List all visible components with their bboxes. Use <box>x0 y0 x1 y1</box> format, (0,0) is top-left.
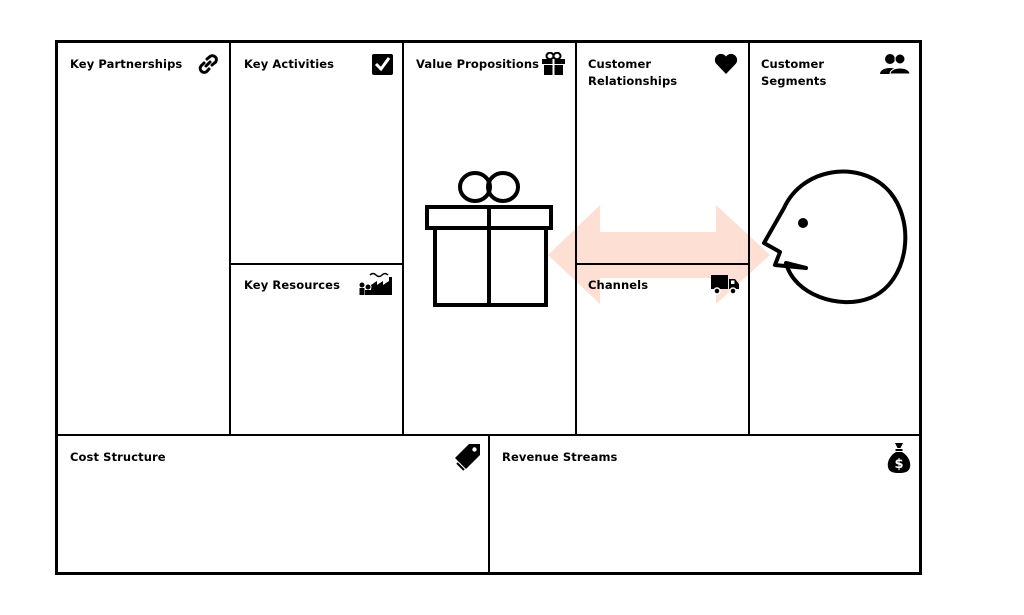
customer-segments-line2: Segments <box>761 74 827 88</box>
svg-text:$: $ <box>894 457 903 472</box>
heart-icon <box>714 53 738 74</box>
customer-relationships-line1: Customer <box>588 57 652 71</box>
gift-icon <box>542 52 565 75</box>
divider-v1 <box>229 41 231 436</box>
divider-v3 <box>575 41 577 436</box>
customer-segments-line1: Customer <box>761 57 825 71</box>
price-tag-icon <box>455 444 480 471</box>
customer-relationships-line2: Relationships <box>588 74 678 88</box>
customer-relationships-title: Customer Relationships <box>588 56 677 90</box>
revenue-streams-title: Revenue Streams <box>502 450 618 464</box>
key-resources-title: Key Resources <box>244 278 341 292</box>
customer-face-illustration <box>762 169 908 304</box>
customer-segments-title: Customer Segments <box>761 56 826 90</box>
key-activities-title: Key Activities <box>244 57 335 71</box>
divider-h-channels <box>575 263 749 265</box>
gift-illustration <box>425 171 553 307</box>
factory-people-icon <box>359 272 392 295</box>
key-partnerships-title: Key Partnerships <box>70 57 183 71</box>
divider-v-bottom <box>488 434 490 574</box>
value-propositions-title: Value Propositions <box>416 57 540 71</box>
divider-v2 <box>402 41 404 436</box>
money-bag-icon: $ <box>887 443 911 473</box>
divider-v4 <box>748 41 750 436</box>
channels-title: Channels <box>588 278 649 292</box>
cost-structure-title: Cost Structure <box>70 450 166 464</box>
double-arrow-shape <box>548 205 770 304</box>
people-icon <box>880 53 910 75</box>
link-icon <box>198 54 218 74</box>
truck-icon <box>711 275 739 295</box>
checkbox-icon <box>372 54 393 75</box>
divider-h-activities <box>229 263 403 265</box>
